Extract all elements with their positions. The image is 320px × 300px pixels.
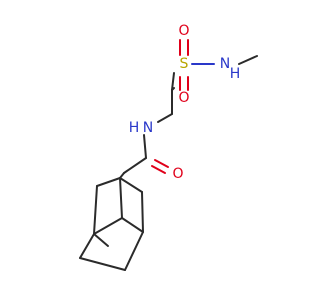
ada-bond-2 xyxy=(119,177,143,193)
bond-carbonylC-ch2 xyxy=(123,157,147,174)
amide-n-label: N xyxy=(143,120,153,136)
carbon-skeleton xyxy=(79,55,258,271)
oxygen-bottom-label: O xyxy=(178,90,189,106)
ada-bond-6 xyxy=(79,233,95,259)
amide-h-label: H xyxy=(129,120,140,136)
structure-svg: O S O N H N H O xyxy=(79,23,258,271)
bond-c-o-a xyxy=(151,165,166,174)
molecule-diagram: O S O N H N H O xyxy=(79,23,258,271)
bond-ch2-amideN xyxy=(157,113,173,123)
ada-bond-11 xyxy=(93,233,109,247)
atom-labels: O S O N H N H O xyxy=(129,23,241,182)
ada-bond-1 xyxy=(96,177,121,187)
ada-bond-5 xyxy=(141,191,144,233)
ada-bond-3 xyxy=(119,177,123,219)
bond-amideN-carbonylC xyxy=(143,134,147,159)
oxygen-top-label: O xyxy=(178,23,189,39)
ada-bond-9 xyxy=(121,217,144,233)
bond-methyl-n xyxy=(238,55,258,65)
bond-c-o-b xyxy=(154,159,169,168)
ada-bond-4 xyxy=(93,185,98,235)
carbonyl-oxygen-label: O xyxy=(172,166,183,182)
sulfonamide-n-label: N xyxy=(220,56,230,72)
carbonyl-group xyxy=(151,159,169,174)
bond-ch2-adamantane xyxy=(119,172,125,179)
ada-bond-7 xyxy=(124,231,144,271)
ada-bond-10 xyxy=(79,257,126,271)
sulfonyl-group xyxy=(179,39,215,91)
sulfur-label: S xyxy=(180,56,189,72)
bond-s-ch2 xyxy=(171,72,175,91)
sulfonamide-h-label: H xyxy=(230,66,241,82)
ada-bond-8 xyxy=(93,217,123,235)
